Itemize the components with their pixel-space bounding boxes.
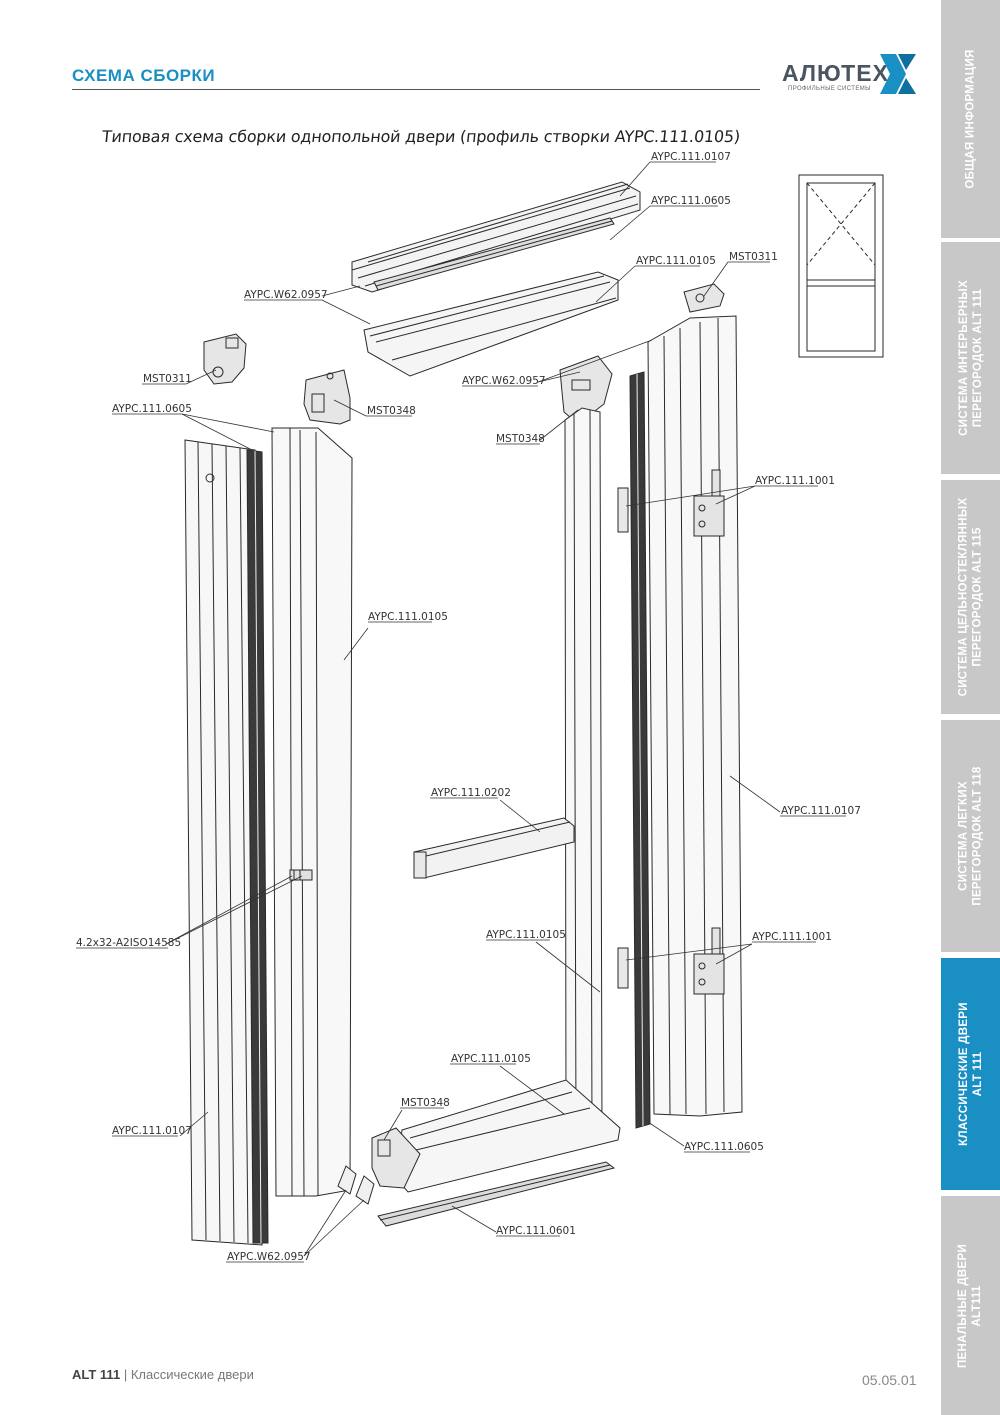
right-frame-profile <box>647 315 743 1117</box>
top-sash-profile <box>363 271 619 377</box>
middle-gasket <box>629 371 651 1129</box>
brand-logo: АЛЮТЕХ ПРОФИЛЬНЫЕ СИСТЕМЫ <box>770 52 920 98</box>
footer-separator: | <box>123 1367 128 1382</box>
label-19: AYPC.111.0107 <box>112 1125 192 1137</box>
footer-section-info: ALT 111 | Классические двери <box>72 1367 254 1382</box>
label-7: AYPC.111.0605 <box>112 403 192 415</box>
label-2: AYPC.111.0105 <box>636 255 716 267</box>
tab-classic-doors-line1: КЛАССИЧЕСКИЕ ДВЕРИ <box>957 1002 970 1146</box>
tab-pocket-doors-line1: ПЕНАЛЬНЫЕ ДВЕРИ <box>957 1243 970 1368</box>
tab-pocket-doors[interactable]: ПЕНАЛЬНЫЕ ДВЕРИ ALT111 <box>941 1196 1000 1415</box>
impost-profile <box>413 817 575 879</box>
page-title: СХЕМА СБОРКИ <box>72 66 216 85</box>
bottom-threshold-gasket <box>377 1161 616 1227</box>
logo-subtitle: ПРОФИЛЬНЫЕ СИСТЕМЫ <box>788 86 871 92</box>
corner-connector-mst0348-left <box>303 369 351 425</box>
tab-classic-doors[interactable]: КЛАССИЧЕСКИЕ ДВЕРИ ALT 111 <box>941 958 1000 1190</box>
assembly-drawing: AYPC.111.0107 AYPC.111.0605 AYPC.111.010… <box>76 151 884 1263</box>
tab-alt115-line1: СИСТЕМА ЦЕЛЬНОСТЕКЛЯННЫХ <box>957 497 970 697</box>
tab-alt111-line2: ПЕРЕГОРОДОК ALT 111 <box>971 288 984 428</box>
hinge-top <box>617 469 725 537</box>
label-20: AYPC.111.0605 <box>684 1141 764 1153</box>
label-14: 4.2x32-A2ISO14585 <box>76 937 181 949</box>
corner-connector-mst0311-left <box>203 333 247 385</box>
screw-fastener <box>289 869 313 881</box>
label-3: MST0311 <box>729 251 778 263</box>
tab-alt115-glass-partitions[interactable]: СИСТЕМА ЦЕЛЬНОСТЕКЛЯННЫХ ПЕРЕГОРОДОК ALT… <box>941 480 1000 714</box>
left-frame-profile <box>184 439 263 1246</box>
label-0: AYPC.111.0107 <box>651 151 731 163</box>
logo-name: АЛЮТЕХ <box>782 60 889 86</box>
tab-alt111-partitions[interactable]: СИСТЕМА ИНТЕРЬЕРНЫХ ПЕРЕГОРОДОК ALT 111 <box>941 242 1000 474</box>
section-side-nav: ОБЩАЯ ИНФОРМАЦИЯ СИСТЕМА ИНТЕРЬЕРНЫХ ПЕР… <box>941 0 1000 1415</box>
hinge-bottom <box>617 927 725 995</box>
corner-connector-mst0348-bottom <box>371 1127 421 1189</box>
tab-general-info[interactable]: ОБЩАЯ ИНФОРМАЦИЯ <box>941 0 1000 238</box>
label-6: AYPC.W62.0957 <box>462 375 546 387</box>
header-divider <box>72 89 760 90</box>
tab-pocket-doors-line2: ALT111 <box>971 1284 984 1327</box>
left-gasket <box>246 449 269 1244</box>
label-11: AYPC.111.0105 <box>368 611 448 623</box>
label-21: AYPC.111.0601 <box>496 1225 576 1237</box>
label-17: AYPC.111.0105 <box>451 1053 531 1065</box>
label-16: AYPC.111.1001 <box>752 931 832 943</box>
top-frame-profile <box>351 181 641 293</box>
right-sash-profile <box>564 407 603 1141</box>
door-thumbnail <box>798 174 884 358</box>
bottom-clips <box>337 1165 375 1205</box>
logo-mark-icon <box>880 54 916 94</box>
label-22: AYPC.W62.0957 <box>227 1251 311 1263</box>
tab-general-info-label: ОБЩАЯ ИНФОРМАЦИЯ <box>964 49 977 189</box>
label-8: MST0348 <box>367 405 416 417</box>
left-sash-profile <box>271 427 353 1197</box>
label-9: MST0348 <box>496 433 545 445</box>
label-15: AYPC.111.0105 <box>486 929 566 941</box>
label-5: MST0311 <box>143 373 192 385</box>
leader-lines <box>76 161 846 1263</box>
label-1: AYPC.111.0605 <box>651 195 731 207</box>
tab-classic-doors-line2: ALT 111 <box>971 1051 984 1097</box>
tab-alt115-line2: ПЕРЕГОРОДОК ALT 115 <box>971 527 984 667</box>
corner-connector-mst0311-right <box>683 283 725 313</box>
label-4: AYPC.W62.0957 <box>244 289 328 301</box>
tab-alt118-line1: СИСТЕМА ЛЕГКИХ <box>957 781 970 891</box>
label-13: AYPC.111.0107 <box>781 805 861 817</box>
footer-series: ALT 111 <box>72 1367 121 1382</box>
top-gasket <box>373 217 615 291</box>
footer-section-name: Классические двери <box>130 1367 254 1382</box>
label-10: AYPC.111.1001 <box>755 475 835 487</box>
tab-alt118-line2: ПЕРЕГОРОДОК ALT 118 <box>971 766 984 906</box>
tab-alt111-line1: СИСТЕМА ИНТЕРЬЕРНЫХ <box>957 280 970 436</box>
tab-alt118-light-partitions[interactable]: СИСТЕМА ЛЕГКИХ ПЕРЕГОРОДОК ALT 118 <box>941 720 1000 952</box>
label-18: MST0348 <box>401 1097 450 1109</box>
page-number: 05.05.01 <box>862 1372 917 1388</box>
label-12: AYPC.111.0202 <box>431 787 511 799</box>
